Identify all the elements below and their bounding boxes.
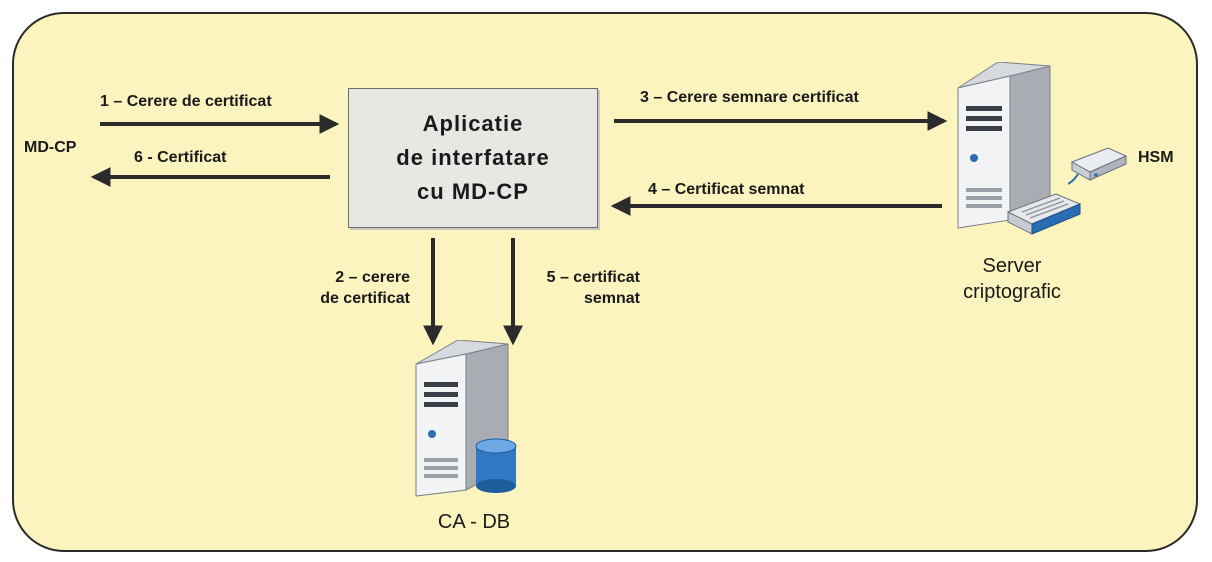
client-label: MD-CP bbox=[24, 139, 77, 156]
interface-app-label: Aplicatie de interfatare cu MD-CP bbox=[396, 111, 550, 204]
card-reader-icon bbox=[1006, 193, 1082, 235]
flow-6-label: 6 - Certificat bbox=[134, 149, 227, 166]
database-label: CA - DB bbox=[437, 511, 511, 533]
flow-1-label: 1 – Cerere de certificat bbox=[100, 93, 272, 110]
server-label-line1: Server bbox=[982, 255, 1042, 277]
interface-app-box: Aplicatie de interfatare cu MD-CP bbox=[348, 88, 598, 228]
hsm-label: HSM bbox=[1138, 149, 1174, 166]
hsm-device-icon bbox=[1068, 147, 1128, 185]
flow-5-label-line2: semnat bbox=[583, 290, 640, 307]
flow-2-label-line1: 2 – cerere bbox=[335, 269, 410, 286]
flow-5-label-line1: 5 – certificat bbox=[546, 269, 640, 286]
database-server-icon bbox=[415, 340, 517, 497]
server-label-line2: criptografic bbox=[963, 281, 1061, 303]
flow-3-label: 3 – Cerere semnare certificat bbox=[640, 89, 859, 106]
flow-4-label: 4 – Certificat semnat bbox=[648, 181, 805, 198]
flow-2-label-line2: de certificat bbox=[320, 290, 410, 307]
